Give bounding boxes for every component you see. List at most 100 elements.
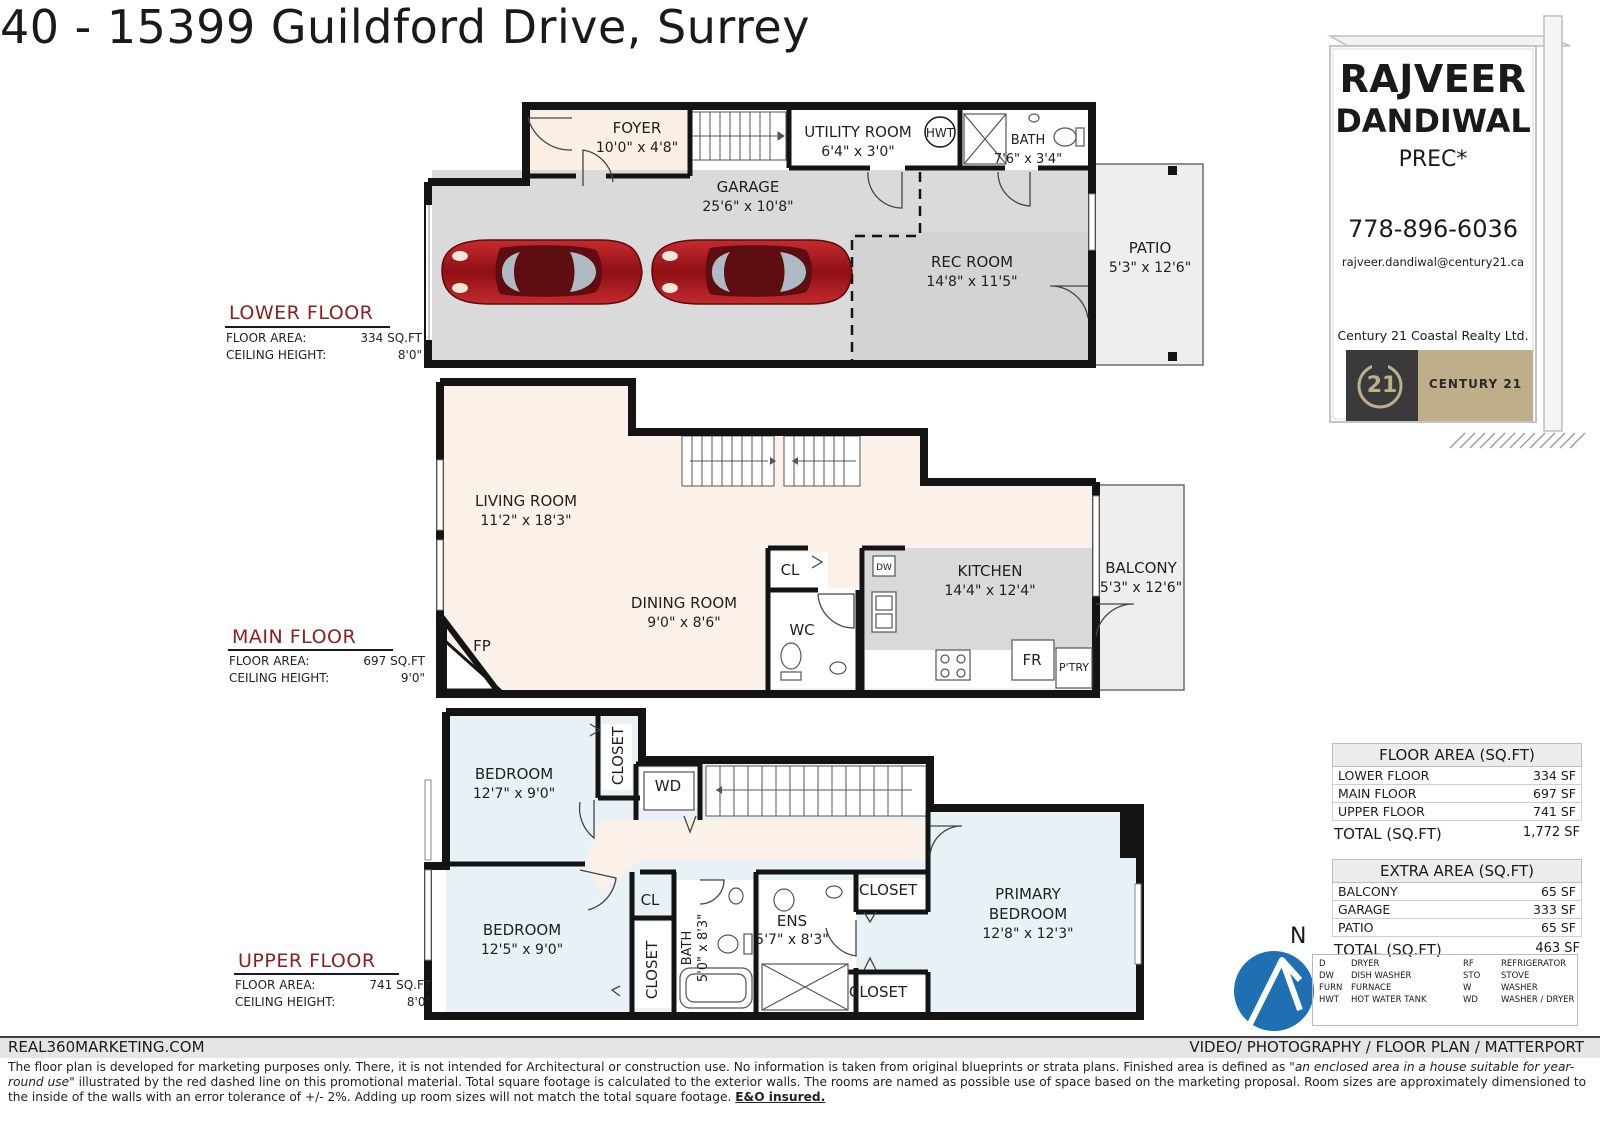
rec-room-floor	[852, 232, 1092, 360]
legend-code: STO	[1463, 971, 1481, 981]
century21-logo-text: CENTURY 21	[1428, 377, 1523, 391]
hwt-label: HWT	[925, 126, 955, 140]
window	[1088, 193, 1096, 251]
room-label-closet-primary: CLOSET	[848, 983, 908, 1001]
upper-floor-info: FLOOR AREA:741 SQ.FT CEILING HEIGHT:8'0"	[235, 978, 431, 1009]
legend-desc: DISH WASHER	[1351, 971, 1412, 981]
lower-bath-fixtures	[963, 113, 1085, 165]
room-label-closet-ensuite: CLOSET	[858, 881, 918, 899]
fridge-label: FR	[1022, 651, 1042, 669]
room-label-upper-closet: CL	[640, 891, 660, 909]
main-stairs	[681, 435, 861, 487]
legend-code: WD	[1463, 995, 1478, 1005]
legend-code: W	[1463, 983, 1472, 993]
legend-desc: HOT WATER TANK	[1351, 995, 1427, 1005]
patio-post	[1168, 352, 1177, 361]
car-icon	[441, 239, 643, 305]
agent-first-name: RAJVEER	[1339, 57, 1527, 101]
pantry-label: P'TRY	[1058, 661, 1090, 674]
kitchen-floor	[865, 548, 1092, 650]
closet-floor	[602, 724, 632, 790]
legend-code: DW	[1319, 971, 1334, 981]
hallway-floor	[585, 820, 930, 892]
patio-post	[1168, 166, 1177, 175]
agent-phone[interactable]: 778-896-6036	[1347, 215, 1518, 243]
table-total: TOTAL (SQ.FT)1,772 SF	[1334, 825, 1580, 843]
main-doors	[811, 555, 1135, 637]
room-label-closet-bedroom-2: CLOSET	[643, 940, 661, 1000]
legend-desc: STOVE	[1501, 971, 1530, 981]
upper-doors	[578, 723, 963, 997]
agent-title: PREC*	[1398, 147, 1468, 172]
rec-room-boundary	[850, 172, 922, 364]
closet-floor	[858, 878, 928, 910]
agent-last-name: DANDIWAL	[1335, 102, 1531, 140]
table-header: FLOOR AREA (SQ.FT)	[1332, 743, 1582, 767]
upper-floor-label: UPPER FLOOR	[238, 950, 376, 972]
room-label-wc: WC	[789, 621, 815, 639]
room-label-closet: CL	[780, 561, 800, 579]
divider	[225, 326, 390, 328]
balcony-area	[1093, 484, 1185, 691]
footer-bar: REAL360MARKETING.COM VIDEO/ PHOTOGRAPHY …	[0, 1036, 1600, 1058]
compass-north-label: N	[1290, 924, 1307, 949]
main-floor-label: MAIN FLOOR	[232, 626, 357, 648]
legend-desc: WASHER	[1501, 983, 1538, 993]
room-label-closet-bedroom-1: CLOSET	[609, 726, 627, 786]
lower-floor-label: LOWER FLOOR	[229, 302, 374, 324]
legend-desc: REFRIGERATOR	[1501, 959, 1567, 969]
upper-floor-plan	[424, 708, 1144, 1020]
closet-floor	[768, 552, 828, 588]
lower-doors	[527, 117, 1089, 319]
car-icon	[651, 239, 853, 305]
room-label-laundry: WD	[654, 777, 682, 795]
foyer-floor	[526, 110, 688, 170]
footer-services: VIDEO/ PHOTOGRAPHY / FLOOR PLAN / MATTER…	[1189, 1038, 1584, 1056]
upper-stairs	[705, 765, 927, 817]
dishwasher-label: DW	[876, 563, 892, 573]
divider	[228, 649, 393, 651]
main-floor-plan	[436, 378, 1185, 698]
lower-floor-info: FLOOR AREA:334 SQ.FT CEILING HEIGHT:8'0"	[226, 331, 422, 362]
century21-logo-mark: 21	[1366, 373, 1398, 398]
main-floor-info: FLOOR AREA:697 SQ.FT CEILING HEIGHT:9'0"	[229, 654, 425, 685]
fireplace-label: FP	[473, 637, 491, 655]
main-interior-walls	[765, 545, 905, 694]
upper-walls	[424, 708, 1144, 1020]
compass-icon	[1234, 951, 1314, 1031]
divider	[234, 973, 399, 975]
footer-website-link[interactable]: REAL360MARKETING.COM	[8, 1038, 205, 1056]
lower-interior-walls	[526, 106, 1092, 179]
lower-stairs	[689, 111, 787, 161]
disclaimer-text: The floor plan is developed for marketin…	[8, 1060, 1587, 1104]
brokerage-name: Century 21 Coastal Realty Ltd.	[1337, 328, 1529, 343]
legend-desc: WASHER / DRYER	[1501, 995, 1575, 1005]
main-fixtures	[780, 555, 1093, 689]
agent-email[interactable]: rajveer.dandiwal@century21.ca	[1341, 255, 1525, 269]
table-header: EXTRA AREA (SQ.FT)	[1332, 859, 1582, 883]
legend-code: HWT	[1319, 995, 1339, 1005]
abbreviation-legend: D DRYER DW DISH WASHER FURN FURNACE HWT …	[1312, 954, 1578, 1026]
